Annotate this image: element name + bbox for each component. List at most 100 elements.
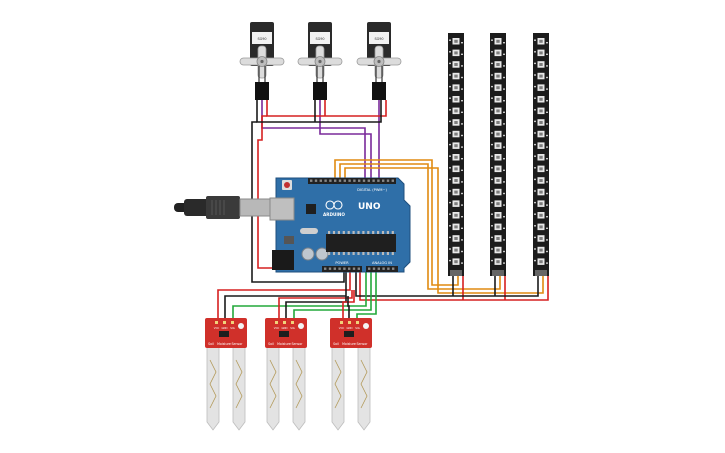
power-pin[interactable] (338, 267, 341, 270)
digital-pin[interactable] (334, 179, 337, 182)
sensor-label: Soil (208, 342, 214, 346)
digital-pin[interactable] (310, 179, 313, 182)
led-strip[interactable] (448, 33, 464, 276)
led-pad (461, 65, 463, 67)
led-pad (449, 201, 451, 204)
led-strip-connector (450, 270, 462, 276)
led-die (496, 121, 500, 124)
led-die (539, 260, 543, 264)
sensor-pin[interactable] (356, 321, 359, 324)
led-pad (534, 39, 536, 41)
power-pin[interactable] (343, 267, 346, 270)
led-pad (449, 85, 451, 88)
led-pad (491, 74, 493, 76)
usb-cable[interactable] (174, 196, 279, 219)
analog-pin[interactable] (382, 267, 385, 270)
digital-pin[interactable] (314, 179, 318, 182)
sensor-pin[interactable] (275, 321, 278, 324)
led-pad (503, 227, 505, 229)
led-die (539, 155, 543, 159)
wires (217, 98, 549, 318)
wire-sensor2-ground (285, 296, 347, 318)
led-pad (546, 111, 548, 113)
power-pin[interactable] (352, 267, 356, 270)
digital-pin[interactable] (362, 179, 366, 182)
sensor-prong (232, 345, 246, 431)
led-strip[interactable] (490, 33, 506, 276)
led-pad (546, 76, 548, 79)
digital-pin[interactable] (343, 179, 346, 182)
led-die (454, 225, 458, 229)
led-die (454, 51, 458, 55)
servo-screw (260, 59, 264, 64)
led-pad (491, 201, 493, 204)
servo-screw (377, 59, 381, 64)
mcu-pin (381, 252, 385, 255)
led-die (454, 86, 458, 90)
digital-pin[interactable] (377, 179, 380, 182)
sensor-trace (209, 359, 217, 409)
servo-motor[interactable]: SG90 (297, 22, 343, 100)
servo-motor[interactable]: SG90 (356, 22, 402, 100)
sensor-pin[interactable] (283, 321, 286, 324)
arduino-uno-board[interactable]: DIGITAL (PWM~) ARDUINO UNO POWER ANALOG … (269, 177, 411, 273)
power-pin[interactable] (357, 267, 360, 270)
led-pad (461, 204, 463, 206)
sensor-pin-label: VCC (214, 326, 220, 330)
led-pad (546, 42, 548, 44)
digital-pin[interactable] (372, 179, 375, 182)
digital-pin[interactable] (329, 179, 332, 182)
analog-pin[interactable] (387, 267, 390, 270)
power-pin[interactable] (328, 267, 332, 270)
led-die (539, 190, 543, 194)
led-strip[interactable] (533, 33, 549, 276)
wire-servo-ground-drop (251, 121, 345, 283)
digital-pin[interactable] (353, 179, 356, 182)
led-pad (491, 259, 493, 262)
led-pad (461, 158, 463, 160)
led-pad (546, 158, 548, 160)
sensor-pin[interactable] (231, 321, 234, 324)
led-pad (546, 262, 548, 264)
power-pin[interactable] (348, 267, 351, 270)
led-die (539, 167, 543, 171)
led-pad (503, 239, 505, 241)
sensor-pin[interactable] (348, 321, 351, 324)
sensor-label: Sensor (292, 342, 304, 346)
digital-pin[interactable] (358, 179, 361, 182)
digital-pin[interactable] (319, 179, 322, 182)
led-die (539, 202, 543, 206)
digital-pin[interactable] (324, 179, 327, 182)
sensor-pin[interactable] (215, 321, 218, 324)
sensor-pin[interactable] (291, 321, 294, 324)
digital-pin[interactable] (348, 179, 351, 182)
led-pad (491, 155, 493, 157)
digital-pin[interactable] (386, 179, 390, 182)
led-pad (546, 88, 548, 90)
power-pin[interactable] (333, 267, 336, 270)
led-pad (534, 213, 536, 215)
analog-pin[interactable] (377, 267, 380, 270)
led-pad (534, 190, 536, 192)
led-pad (503, 181, 505, 183)
analog-pin[interactable] (392, 267, 395, 270)
servo-motor[interactable]: SG90 (239, 22, 285, 100)
sensor-pin-label: SIG (230, 326, 234, 330)
led-pad (491, 39, 493, 41)
wire-servo-power (266, 98, 387, 117)
digital-pin[interactable] (338, 179, 342, 182)
digital-pin[interactable] (367, 179, 370, 182)
sensor-pin[interactable] (340, 321, 343, 324)
led-pad (546, 123, 548, 125)
digital-pin[interactable] (391, 179, 394, 182)
digital-pin[interactable] (382, 179, 385, 182)
power-pin[interactable] (324, 267, 327, 270)
analog-pin[interactable] (368, 267, 371, 270)
analog-pin[interactable] (372, 267, 376, 270)
sensor-pin-label: VCC (339, 326, 345, 330)
sensor-pin[interactable] (223, 321, 226, 324)
